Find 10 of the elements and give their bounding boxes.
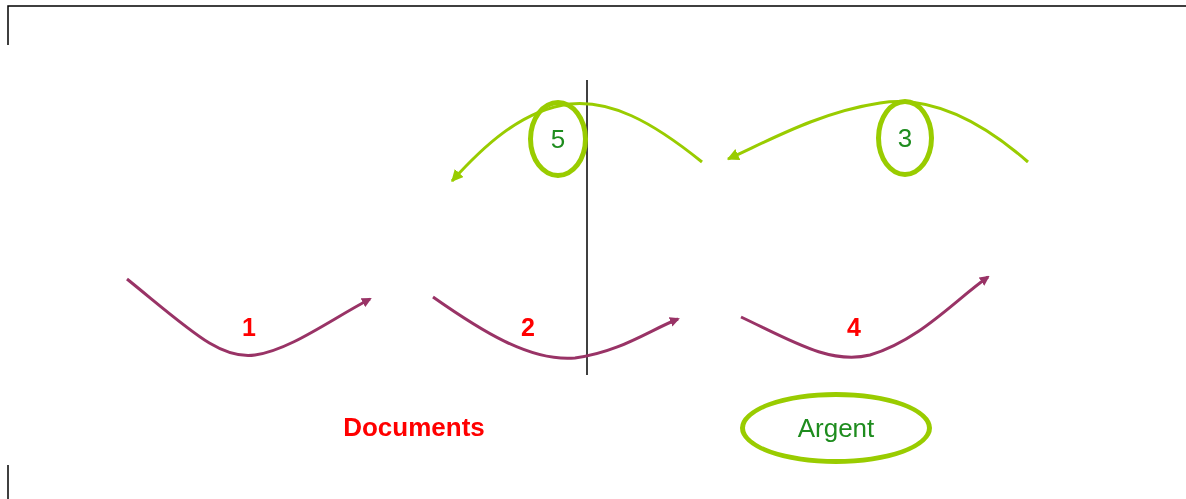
step-number: 1	[242, 314, 256, 340]
callout-number: 5	[550, 126, 566, 152]
node-label: Argent	[797, 415, 875, 441]
ellipse-callout	[528, 100, 588, 178]
heading-text: Documents	[343, 414, 485, 440]
ellipse-callout	[876, 99, 934, 177]
ellipse-node	[740, 392, 932, 464]
step-number: 2	[521, 314, 535, 340]
step-number: 4	[847, 314, 861, 340]
callout-number: 3	[897, 125, 913, 151]
